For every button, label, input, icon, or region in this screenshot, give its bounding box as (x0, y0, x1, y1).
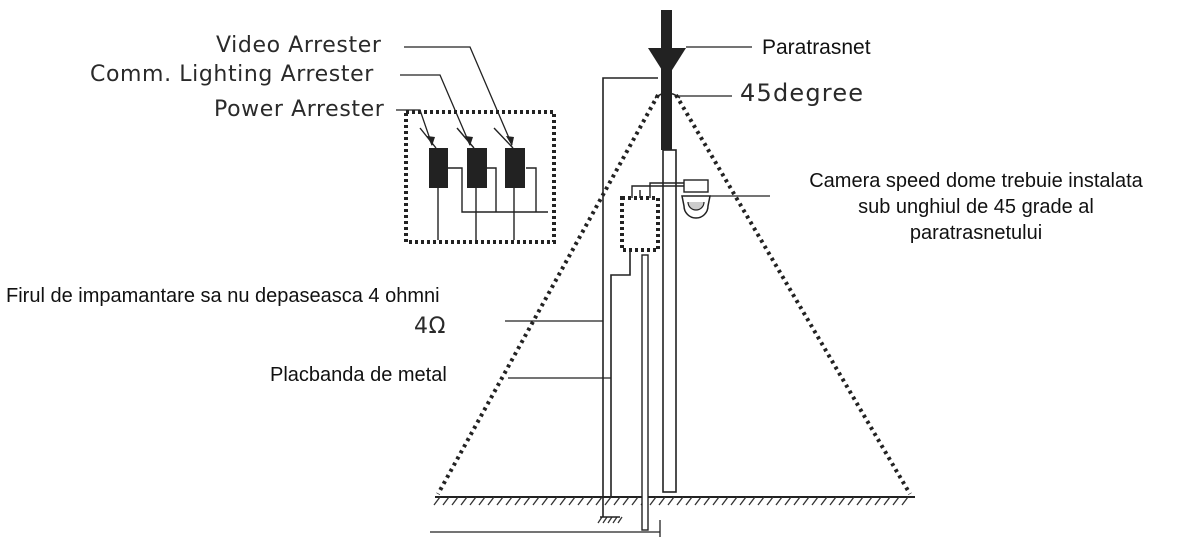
ground-hatch-stroke (649, 496, 657, 506)
ground-hatch-stroke (568, 496, 576, 506)
ground-rod (641, 254, 649, 531)
arrester-arrowheads (427, 136, 514, 146)
ground-hatch-stroke (676, 496, 684, 506)
power-arrester-label: Power Arrester (214, 97, 385, 122)
electrode-hatch-stroke (602, 516, 608, 524)
ground-hatch-stroke (577, 496, 585, 506)
grounding-note-label: Firul de impamantare sa nu depaseasca 4 … (6, 285, 440, 307)
camera-note-line2: sub unghiul de 45 grade al (858, 196, 1094, 218)
ground-hatch-stroke (865, 496, 873, 506)
protection-cone-left (436, 94, 660, 495)
ground-hatch-stroke (703, 496, 711, 506)
ground-hatch-stroke (901, 496, 909, 506)
ground-hatch-stroke (622, 496, 630, 506)
ground-hatch-stroke (559, 496, 567, 506)
ground-hatch-stroke (595, 496, 603, 506)
ground-hatch-stroke (667, 496, 675, 506)
rod-arrow-tip (648, 48, 686, 78)
electrode-hatch-stroke (612, 516, 618, 524)
electrode-hatch-stroke (607, 516, 613, 524)
electrode-hatch-stroke (597, 516, 603, 524)
ground-hatch-stroke (505, 496, 513, 506)
ground-hatch-stroke (604, 496, 612, 506)
ground-hatch-stroke (658, 496, 666, 506)
electrode-hatch-stroke (617, 516, 623, 524)
video-arrester-module (429, 148, 448, 188)
ground-hatch-stroke (685, 496, 693, 506)
ground-hatch-stroke (478, 496, 486, 506)
ground-hatch-stroke (469, 496, 477, 506)
right-leader-lines (676, 46, 770, 197)
comm-arrester-module (467, 148, 487, 188)
ground-hatch-stroke (694, 496, 702, 506)
protection-cone-right (674, 93, 912, 496)
ground-hatch-stroke (883, 496, 891, 506)
ground-hatch-stroke (757, 496, 765, 506)
ground-hatch-stroke (451, 496, 459, 506)
arrester-leader-lines (396, 46, 513, 146)
depth-dimension (430, 520, 661, 537)
video-arrester-label: Video Arrester (216, 33, 382, 58)
camera-pole (662, 149, 677, 493)
ground-hatch-stroke (847, 496, 855, 506)
ground-hatch-stroke (892, 496, 900, 506)
ground-hatch-stroke (811, 496, 819, 506)
grounding-conductor (602, 77, 658, 497)
ground-hatch-stroke (712, 496, 720, 506)
ground-hatch-stroke (838, 496, 846, 506)
camera-note-line1: Camera speed dome trebuie instalata (809, 170, 1143, 192)
left-leader-lines (505, 320, 611, 379)
ground-hatch-stroke (829, 496, 837, 506)
arrester-detail-wiring (419, 127, 548, 240)
ground-hatch-stroke (532, 496, 540, 506)
ground-hatch-stroke (784, 496, 792, 506)
lightning-rod-label: Paratrasnet (762, 36, 871, 59)
ground-hatch-stroke (802, 496, 810, 506)
ground-hatch-stroke (820, 496, 828, 506)
ground-hatch-stroke (433, 496, 441, 506)
junction-box-wiring (631, 182, 700, 198)
ground-hatch-stroke (631, 496, 639, 506)
ground-hatch-stroke (775, 496, 783, 506)
ground-hatch-stroke (793, 496, 801, 506)
metal-strip-label: Placbanda de metal (270, 364, 447, 386)
camera-note-line3: paratrasnetului (909, 222, 1043, 244)
ground-hatch-stroke (550, 496, 558, 506)
lightning-rod (661, 10, 672, 150)
ground-hatch-stroke (739, 496, 747, 506)
comm-lighting-arrester-label: Comm. Lighting Arrester (90, 62, 374, 87)
ground-hatch-stroke (856, 496, 864, 506)
power-arrester-module (505, 148, 525, 188)
speed-dome-camera (681, 179, 711, 219)
ground-hatch-stroke (730, 496, 738, 506)
ground-hatch-stroke (442, 496, 450, 506)
ground-hatch-stroke (586, 496, 594, 506)
ground-hatch-stroke (487, 496, 495, 506)
ground-hatch-stroke (541, 496, 549, 506)
ground-hatching (433, 496, 909, 524)
ground-hatch-stroke (748, 496, 756, 506)
ground-hatch-stroke (874, 496, 882, 506)
ground-hatch-stroke (523, 496, 531, 506)
ground-hatch-stroke (514, 496, 522, 506)
ground-hatch-stroke (496, 496, 504, 506)
junction-box (620, 196, 660, 252)
resistance-label: 4Ω (414, 314, 447, 339)
ground-hatch-stroke (613, 496, 621, 506)
ground-hatch-stroke (460, 496, 468, 506)
ground-electrode (600, 497, 620, 518)
ground-hatch-stroke (766, 496, 774, 506)
ground-hatch-stroke (721, 496, 729, 506)
angle-label: 45degree (740, 79, 865, 107)
